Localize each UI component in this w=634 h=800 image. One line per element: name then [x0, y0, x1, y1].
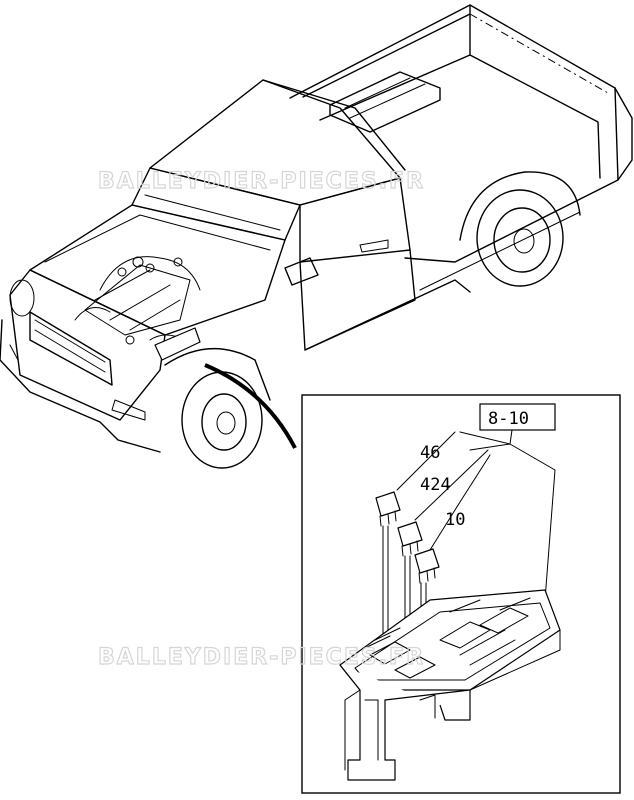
reference-label: 8-10 [488, 409, 529, 429]
part-number-label: 424 [420, 475, 451, 495]
pickup-truck-drawing [0, 4, 633, 469]
detail-frame [301, 394, 621, 794]
relay-icon [375, 491, 401, 527]
part-number-label: 10 [445, 510, 465, 530]
part-number-label: 46 [420, 443, 440, 463]
fuse-relay-box-drawing [339, 429, 561, 781]
relay-icon [397, 521, 423, 557]
relay-icon [414, 548, 440, 584]
watermark: BALLEYDIER-PIECES.FR [98, 645, 425, 670]
watermark: BALLEYDIER-PIECES.FR [98, 169, 425, 194]
reference-box [479, 403, 556, 431]
